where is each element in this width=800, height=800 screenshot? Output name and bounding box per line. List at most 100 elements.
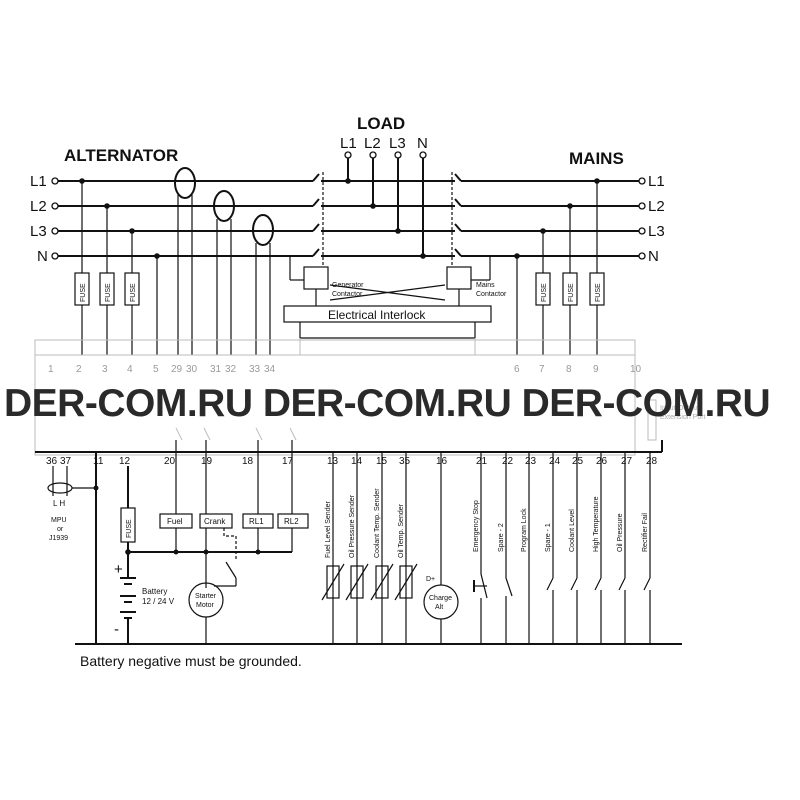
mains-fuse-1 (535, 272, 551, 306)
charge-alt-icon (423, 584, 459, 620)
mains-fuse-3-label: FUSE (595, 283, 602, 302)
ground-note: Battery negative must be grounded. (80, 653, 302, 669)
generator-contactor-coil (303, 266, 329, 290)
oil-pressure-sender-label: Oil Pressure Sender (349, 494, 356, 558)
ct-l1-icon (174, 167, 196, 199)
alt-fuse-1 (74, 272, 90, 306)
mains-phase-l1: L1 (648, 173, 665, 190)
alt-fuse-2 (99, 272, 115, 306)
terminal-22: 22 (502, 456, 514, 467)
alt-phase-n: N (37, 248, 48, 265)
output-rl1-label: RL1 (249, 517, 264, 526)
mains-bus (461, 177, 646, 260)
electrical-interlock: Electrical Interlock (283, 256, 492, 339)
charge-alt-label-1: Charge (429, 595, 452, 602)
gen-contactor-label-1: Generator (332, 282, 364, 289)
input-high-temperature-label: High Temperature (593, 496, 600, 552)
upper-terminal-33: 33 (249, 364, 261, 375)
mpu-label: MPU (51, 517, 67, 524)
output-crank-box (199, 513, 233, 529)
supply-rail (128, 549, 292, 555)
senders: Fuel Level Sender Oil Pressure Sender Co… (321, 452, 418, 644)
mpu-lh-label: L H (53, 499, 65, 508)
battery-voltage-label: 12 / 24 V (142, 597, 175, 606)
alt-fuse-3 (124, 272, 140, 306)
terminal-23: 23 (525, 456, 537, 467)
upper-terminal-1: 1 (48, 364, 54, 375)
terminal-37: 37 (60, 456, 72, 467)
starter-label-2: Motor (196, 602, 215, 609)
battery-fuse-label: FUSE (126, 519, 133, 538)
terminal-21: 21 (476, 456, 488, 467)
coolant-temp-sender-icon (375, 565, 389, 599)
terminal-27: 27 (621, 456, 633, 467)
battery-plus-label: + (114, 561, 123, 578)
mpu-shield-icon (47, 482, 73, 494)
upper-terminal-3: 3 (102, 364, 108, 375)
charge-alternator: Charge Alt D+ (423, 452, 459, 644)
starter-motor-icon (188, 582, 224, 618)
alternator-title: ALTERNATOR (64, 146, 178, 165)
oil-pressure-sender-icon (350, 565, 364, 599)
mains-title: MAINS (569, 149, 624, 168)
terminal-16: 16 (436, 456, 448, 467)
alt-phase-l2: L2 (30, 198, 47, 215)
mains-phase-labels: L1 L2 L3 N (648, 173, 665, 265)
terminal-19: 19 (201, 456, 213, 467)
load-l2-label: L2 (364, 135, 381, 152)
input-emergency-stop-label: Emergency Stop (473, 500, 480, 552)
load-title: LOAD (357, 114, 405, 133)
terminal-36: 36 (46, 456, 58, 467)
charge-alt-label-2: Alt (435, 604, 443, 611)
mains-fuse-2 (562, 272, 578, 306)
alt-phase-l1: L1 (30, 173, 47, 190)
coolant-temp-sender-label: Coolant Temp. Sender (374, 488, 381, 558)
upper-terminal-5: 5 (153, 364, 159, 375)
terminal-35: 35 (399, 456, 411, 467)
lower-terminal-strip: 36 37 11 12 20 19 18 17 13 14 15 35 16 2… (35, 440, 663, 467)
load-n-label: N (417, 135, 428, 152)
d-plus-label: D+ (426, 576, 435, 583)
interlock-box (283, 305, 492, 323)
mains-fuse-1-label: FUSE (541, 283, 548, 302)
upper-terminal-6: 6 (514, 364, 520, 375)
output-rl2-label: RL2 (284, 517, 299, 526)
terminal-20: 20 (164, 456, 176, 467)
mains-fuse-3 (589, 272, 605, 306)
mpu-or-label: or (57, 526, 64, 533)
ct-l2-icon (213, 190, 235, 222)
mains-fuses: FUSE FUSE FUSE (516, 181, 605, 355)
upper-terminal-10: 10 (630, 364, 642, 375)
input-spare-2-label: Spare - 2 (498, 523, 505, 552)
input-oil-pressure-label: Oil Pressure (617, 513, 624, 552)
alt-phase-l3: L3 (30, 223, 47, 240)
upper-terminal-34: 34 (264, 364, 276, 375)
output-crank-label: Crank (204, 517, 226, 526)
upper-terminal-30: 30 (186, 364, 198, 375)
watermark: DER-COM.RU DER-COM.RU DER-COM.RU (4, 382, 770, 425)
upper-terminal-8: 8 (566, 364, 572, 375)
load-taps (344, 151, 427, 259)
mains-contactor-label-2: Contactor (476, 291, 507, 298)
mpu-j1939-label: J1939 (49, 535, 68, 542)
current-transformers (174, 167, 274, 355)
interlock-label: Electrical Interlock (328, 308, 426, 322)
digital-inputs: Emergency Stop Spare - 2 Program Lock Sp… (473, 452, 651, 644)
oil-temp-sender-icon (399, 565, 413, 599)
mains-contactor-label-1: Mains (476, 282, 495, 289)
upper-terminal-9: 9 (593, 364, 599, 375)
alternator-bus (51, 177, 313, 260)
relay-contacts (175, 427, 297, 452)
upper-terminal-4: 4 (127, 364, 133, 375)
upper-terminal-29: 29 (171, 364, 183, 375)
upper-terminal-7: 7 (539, 364, 545, 375)
input-coolant-level-label: Coolant Level (569, 509, 576, 552)
fuel-level-sender-icon (326, 565, 340, 599)
output-fuel-label: Fuel (167, 517, 183, 526)
terminal-17: 17 (282, 456, 294, 467)
alternator-phase-labels: L1 L2 L3 N (30, 173, 48, 265)
generator-contactor: Generator Contactor (303, 172, 455, 298)
terminal-28: 28 (646, 456, 658, 467)
alt-fuse-2-label: FUSE (105, 283, 112, 302)
